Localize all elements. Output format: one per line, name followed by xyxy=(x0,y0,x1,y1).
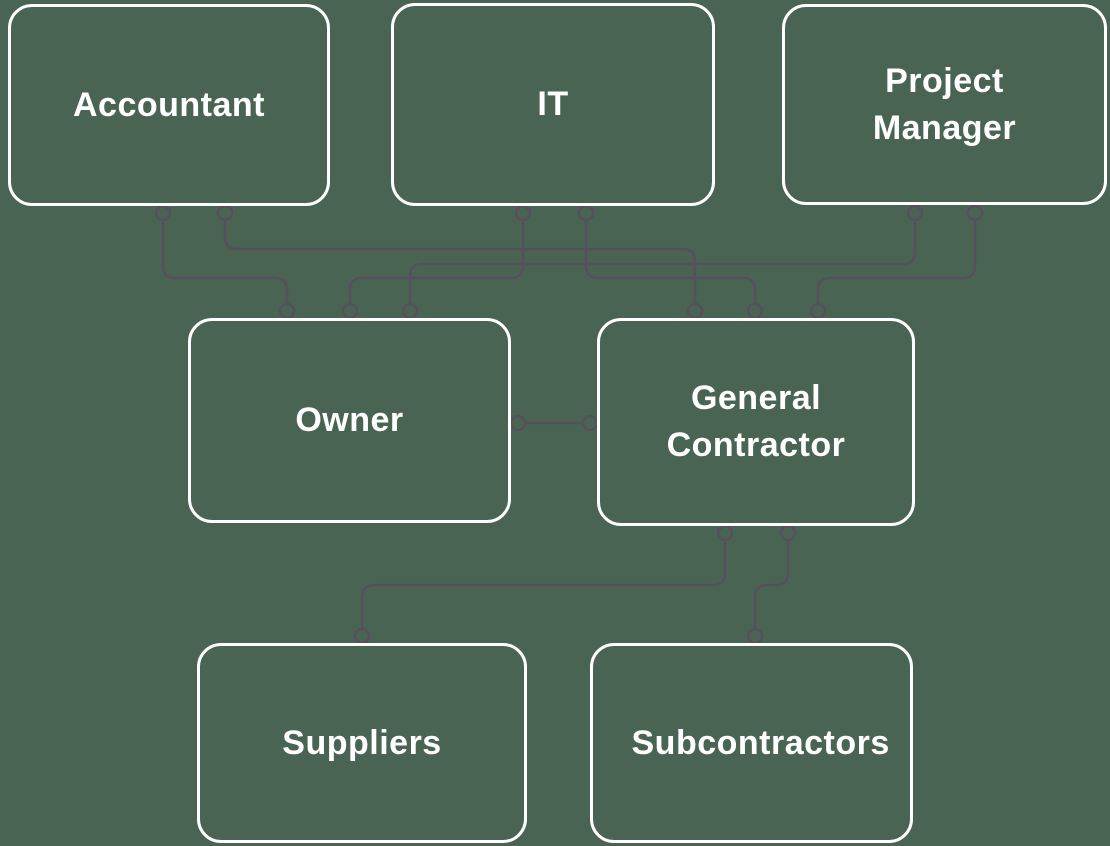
port-owner-right xyxy=(509,414,527,432)
port-owner-top-2 xyxy=(341,302,359,320)
node-it: IT xyxy=(391,3,715,206)
node-it-label: IT xyxy=(537,85,569,124)
node-accountant: Accountant xyxy=(8,4,330,206)
port-general-contractor-left xyxy=(581,414,599,432)
edge-accountant-owner xyxy=(161,220,289,304)
port-suppliers-top xyxy=(353,627,371,645)
port-accountant-bottom-1 xyxy=(154,204,172,222)
port-accountant-bottom-2 xyxy=(216,204,234,222)
port-owner-top-3 xyxy=(401,302,419,320)
edge-accountant-general-contractor xyxy=(223,220,697,304)
node-project-manager-label: Project Manager xyxy=(872,61,1017,147)
node-project-manager: Project Manager xyxy=(782,4,1107,205)
node-subcontractors: Subcontractors xyxy=(590,643,913,843)
node-subcontractors-label: Subcontractors xyxy=(631,723,890,762)
node-owner-label: Owner xyxy=(295,401,404,440)
node-suppliers: Suppliers xyxy=(197,643,527,843)
node-suppliers-label: Suppliers xyxy=(282,723,442,762)
edge-it-owner xyxy=(348,220,525,304)
edge-project-manager-owner xyxy=(408,220,917,304)
edge-general-contractor-subcontractors xyxy=(753,540,790,629)
port-project-manager-bottom-1 xyxy=(906,204,924,222)
port-general-contractor-bottom-2 xyxy=(779,524,797,542)
port-project-manager-bottom-2 xyxy=(966,204,984,222)
port-it-bottom-2 xyxy=(577,204,595,222)
node-owner: Owner xyxy=(188,318,511,523)
edge-general-contractor-suppliers xyxy=(360,540,727,629)
node-accountant-label: Accountant xyxy=(73,85,265,124)
node-general-contractor: General Contractor xyxy=(597,318,915,526)
port-general-contractor-top-3 xyxy=(809,302,827,320)
edge-project-manager-general-contractor xyxy=(816,220,977,304)
port-general-contractor-top-2 xyxy=(746,302,764,320)
port-general-contractor-bottom-1 xyxy=(716,524,734,542)
edge-it-general-contractor xyxy=(584,220,757,304)
port-it-bottom-1 xyxy=(514,204,532,222)
port-owner-top-1 xyxy=(278,302,296,320)
port-subcontractors-top xyxy=(746,627,764,645)
port-general-contractor-top-1 xyxy=(686,302,704,320)
node-general-contractor-label: General Contractor xyxy=(666,379,846,464)
